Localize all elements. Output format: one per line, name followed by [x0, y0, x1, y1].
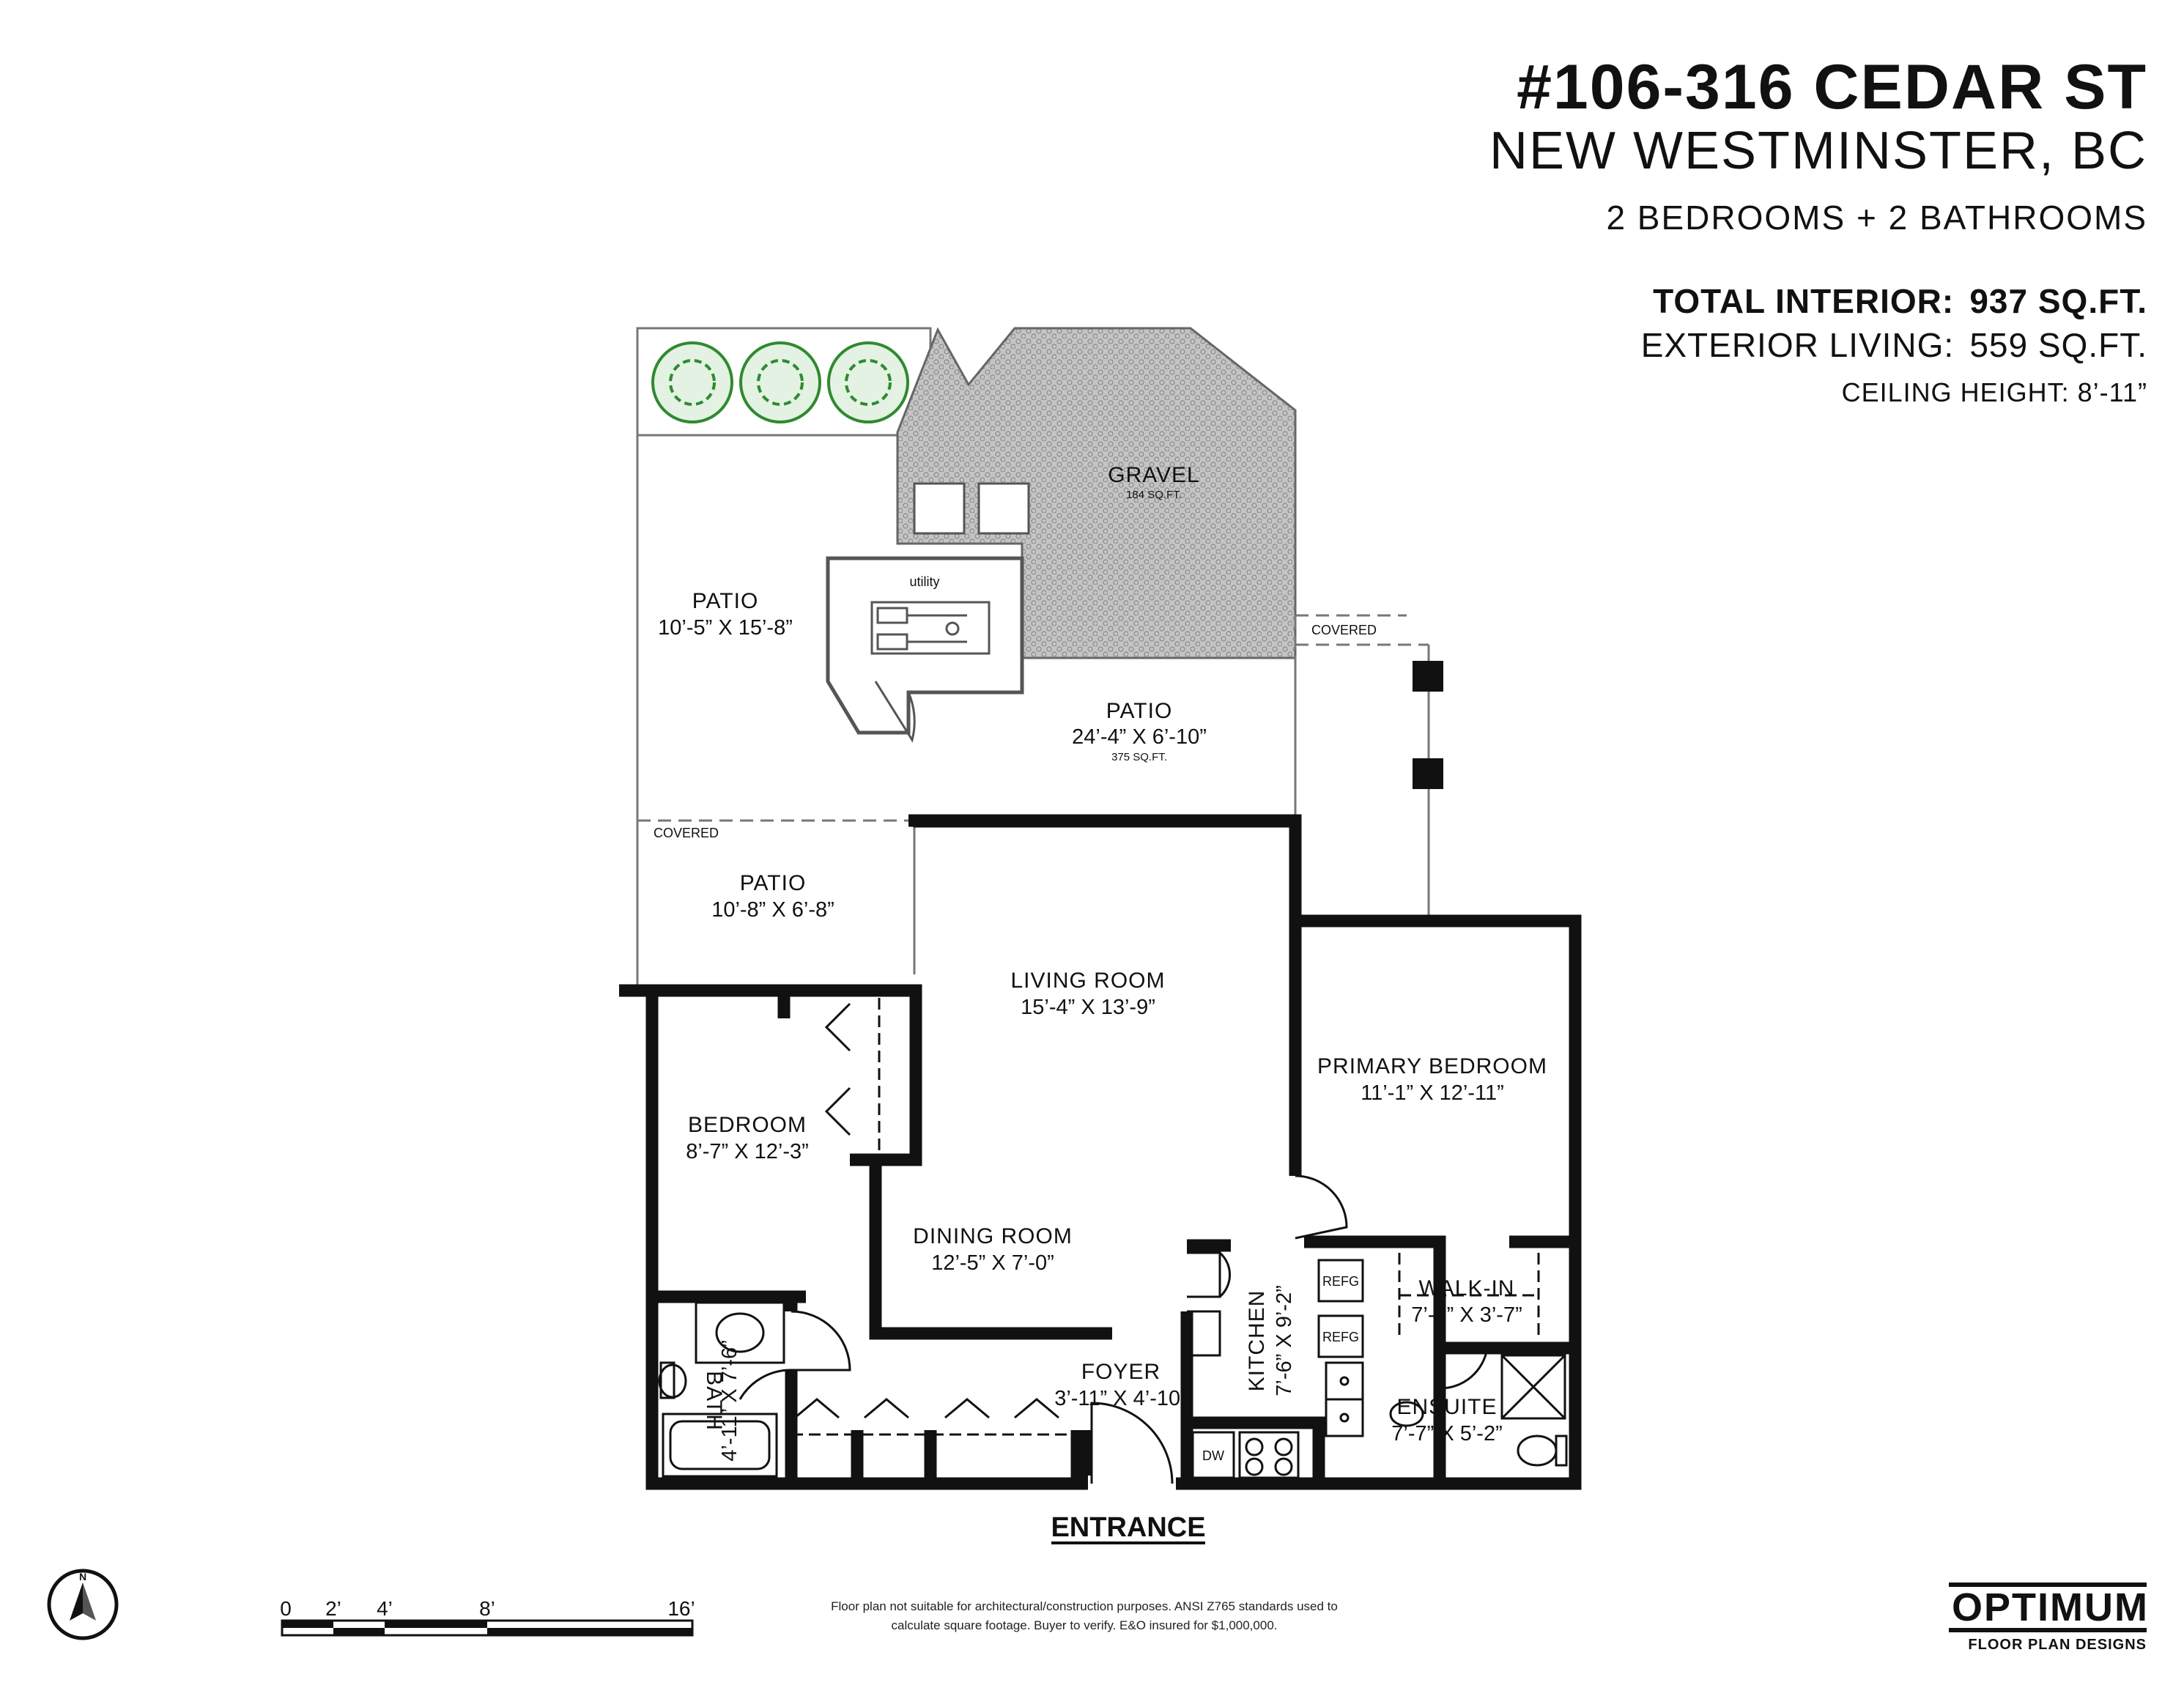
- kitchen-dim: 7’-6” X 9’-2”: [1273, 1285, 1296, 1396]
- ensuite-dim: 7’-7” X 5’-2”: [1391, 1422, 1503, 1445]
- company-logo: OPTIMUM FLOOR PLAN DESIGNS: [1949, 1582, 2147, 1654]
- bedroom-label: BEDROOM: [688, 1113, 807, 1137]
- compass-icon: [47, 1569, 119, 1640]
- walk-in-label: WALK-IN: [1419, 1276, 1515, 1300]
- primary-bedroom-dim: 11’-1” X 12’-11”: [1361, 1081, 1504, 1105]
- doors: [739, 998, 1540, 1436]
- dishwasher-label: DW: [1202, 1448, 1224, 1463]
- scale-bar: [281, 1619, 694, 1637]
- room-summary: 2 BEDROOMS + 2 BATHROOMS: [1606, 199, 2147, 237]
- scale-label: 0: [280, 1597, 292, 1620]
- stepping-stone: [977, 482, 1030, 535]
- exterior-living-value: 559 SQ.FT.: [1969, 326, 2147, 364]
- ensuite-label: ENSUITE: [1396, 1395, 1497, 1419]
- scale-label: 4’: [377, 1597, 393, 1620]
- planter: [636, 327, 932, 437]
- disclaimer: Floor plan not suitable for architectura…: [791, 1597, 1377, 1635]
- post: [1413, 661, 1443, 692]
- tree-icon: [739, 341, 821, 423]
- stepping-stone: [913, 482, 966, 535]
- kitchen-fixtures: [1191, 1259, 1364, 1479]
- refrigerator-label: REFG: [1322, 1330, 1359, 1344]
- patio-center-dim: 24’-4” X 6’-10”: [1072, 725, 1207, 749]
- utility-label: utility: [909, 574, 939, 589]
- ceiling-height: CEILING HEIGHT: 8’-11”: [1841, 377, 2147, 407]
- covered-west-label: COVERED: [654, 826, 719, 840]
- utility-shed: [826, 556, 1024, 743]
- property-address: #106-316 CEDAR ST: [1517, 52, 2147, 122]
- living-room-dim: 15’-4” X 13’-9”: [1021, 996, 1155, 1019]
- foyer-dim: 3’-11” X 4’-10”: [1054, 1387, 1188, 1410]
- dining-room-dim: 12’-5” X 7’-0”: [931, 1251, 1054, 1275]
- post: [1413, 758, 1443, 789]
- logo-main-text: OPTIMUM: [1949, 1582, 2147, 1632]
- gravel-area-label: 184 SQ.FT.: [1126, 489, 1182, 501]
- property-city: NEW WESTMINSTER, BC: [1489, 122, 2147, 180]
- foyer-label: FOYER: [1081, 1360, 1161, 1384]
- total-interior-value: 937 SQ.FT.: [1969, 282, 2147, 320]
- patio-center-label: PATIO: [1106, 699, 1173, 723]
- entrance-door-swing: [1090, 1402, 1174, 1484]
- bath-fixtures: [658, 1301, 1568, 1478]
- tree-icon: [827, 341, 909, 423]
- disclaimer-line: calculate square footage. Buyer to verif…: [891, 1618, 1278, 1632]
- walk-in-dim: 7’-7” X 3’-7”: [1411, 1303, 1522, 1327]
- total-interior-label: TOTAL INTERIOR:: [1653, 282, 1955, 320]
- scale-label: 8’: [479, 1597, 495, 1620]
- patio-center-area: 375 SQ.FT.: [1111, 751, 1167, 763]
- gravel-area: [896, 327, 1297, 659]
- tree-icon: [651, 341, 733, 423]
- scale-label: 2’: [325, 1597, 341, 1620]
- covered-east-label: COVERED: [1311, 623, 1377, 637]
- logo-sub-text: FLOOR PLAN DESIGNS: [1968, 1637, 2147, 1653]
- compass-north-label: N: [79, 1571, 86, 1582]
- bath-dim: 4’-11” X 7’-6”: [718, 1340, 741, 1461]
- living-room-label: LIVING ROOM: [1010, 969, 1165, 993]
- walls: [619, 814, 1582, 1490]
- dining-room-label: DINING ROOM: [913, 1224, 1073, 1248]
- refrigerator-label: REFG: [1322, 1274, 1359, 1289]
- primary-bedroom-label: PRIMARY BEDROOM: [1317, 1054, 1547, 1078]
- total-interior: TOTAL INTERIOR: 937 SQ.FT.: [1653, 281, 2147, 321]
- exterior-living: EXTERIOR LIVING: 559 SQ.FT.: [1641, 325, 2147, 365]
- patio-small-dim: 10’-8” X 6’-8”: [711, 898, 834, 922]
- bath-label: BATH: [702, 1371, 726, 1431]
- patio-west-dim: 10’-5” X 15’-8”: [658, 616, 793, 640]
- exterior-living-label: EXTERIOR LIVING:: [1640, 326, 1955, 364]
- gravel-label: GRAVEL: [1108, 463, 1200, 487]
- kitchen-label: KITCHEN: [1245, 1290, 1269, 1392]
- bedroom-dim: 8’-7” X 12’-3”: [686, 1140, 809, 1163]
- patio-small-label: PATIO: [740, 871, 807, 895]
- patio-west-label: PATIO: [692, 589, 759, 613]
- disclaimer-line: Floor plan not suitable for architectura…: [831, 1599, 1338, 1613]
- entrance-label: ENTRANCE: [1051, 1512, 1205, 1543]
- scale-label: 16’: [667, 1597, 695, 1620]
